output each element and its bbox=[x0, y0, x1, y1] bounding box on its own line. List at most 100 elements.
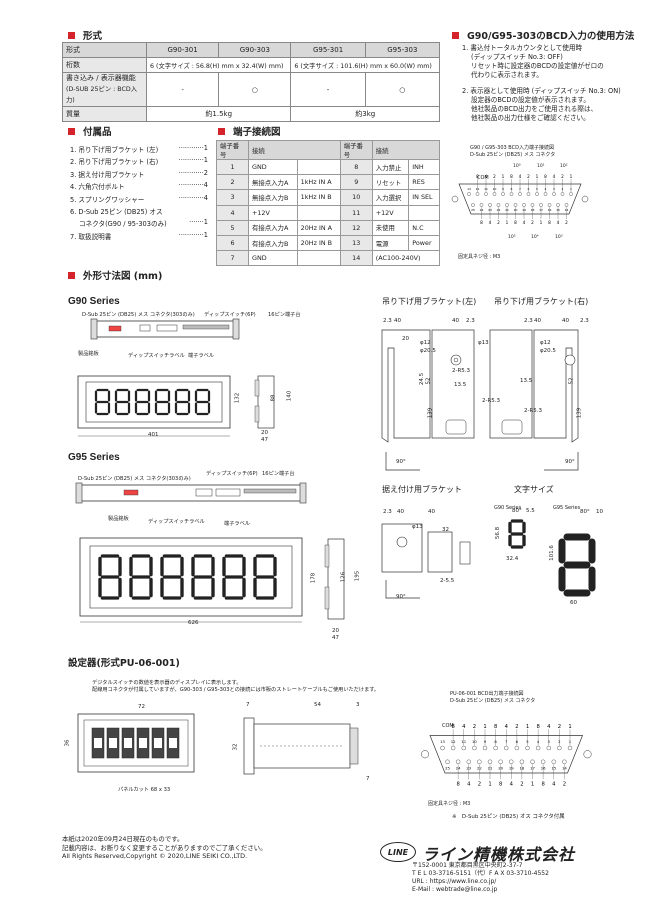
pin-mark bbox=[560, 192, 565, 196]
digit-window bbox=[94, 738, 102, 748]
pin-mark bbox=[564, 203, 569, 207]
pin-mark bbox=[484, 192, 488, 196]
pin-number: 13 bbox=[467, 187, 471, 191]
setter-panel-cut: パネルカット 68 x 33 bbox=[118, 787, 171, 793]
bit-label: 2 bbox=[497, 220, 500, 225]
pin-mark bbox=[557, 745, 562, 751]
spec-cell: 約1.5kg bbox=[145, 106, 292, 122]
pin-number: 20 bbox=[498, 766, 503, 770]
setter-connector-title: PU-06-001 BCD出力端子接続図 bbox=[450, 691, 524, 697]
bit-label: 4 bbox=[485, 174, 488, 179]
setter-front-view bbox=[77, 713, 195, 773]
g90-top-view bbox=[90, 318, 240, 340]
pin-number: 21 bbox=[488, 766, 493, 770]
bit-label: 1 bbox=[526, 724, 529, 730]
pin-mark bbox=[493, 745, 498, 751]
bit-label: 1 bbox=[488, 782, 491, 788]
bit-label: 4 bbox=[467, 782, 471, 788]
connector-subtitle: D-Sub 25ピン (DB25) メス コネクタ bbox=[470, 152, 556, 158]
bit-label: 8 bbox=[476, 174, 479, 179]
screw-hole bbox=[421, 750, 429, 759]
list-item: 4. 六角穴付ボルト············4 bbox=[70, 181, 208, 192]
spec-cell: 6 (文字サイズ : 56.8(H) mm x 32.4(W) mm) bbox=[145, 57, 292, 73]
pin-number: 4 bbox=[537, 740, 540, 744]
g95-front-view bbox=[79, 537, 303, 623]
pin-mark bbox=[488, 203, 492, 207]
company-contact: 〒152-0001 東京都目黒区中央町2-37-7 T E L 03-3716-… bbox=[412, 862, 549, 893]
pin-mark bbox=[450, 745, 456, 751]
bit-label: 2 bbox=[515, 724, 518, 730]
char-size-digits bbox=[508, 519, 596, 597]
section-title-accessories: 付属品 bbox=[68, 124, 112, 138]
bracket-left-title: 吊り下げ用ブラケット(左) bbox=[382, 297, 477, 306]
pin-mark bbox=[525, 745, 530, 751]
pin-mark bbox=[540, 759, 546, 764]
bit-label: 2 bbox=[478, 782, 481, 788]
pin-number: 16 bbox=[541, 766, 546, 770]
list-item: 7. 取扱説明書············1 bbox=[70, 230, 208, 241]
bit-label: 4 bbox=[523, 220, 526, 225]
spec-cell: ○ bbox=[364, 72, 441, 107]
mount-bracket-drawing bbox=[381, 523, 471, 599]
spec-cell: ○ bbox=[218, 72, 292, 107]
pin-mark bbox=[475, 192, 480, 196]
g95-side-view bbox=[324, 538, 345, 620]
bit-label: 2 bbox=[558, 724, 561, 730]
pin-mark bbox=[569, 192, 573, 196]
pin-number: 22 bbox=[477, 766, 482, 770]
pin-mark bbox=[530, 203, 535, 207]
bit-label: 4 bbox=[557, 220, 560, 225]
bit-label: 2 bbox=[565, 220, 568, 225]
pin-number: 10 bbox=[472, 740, 477, 744]
spec-cell: - bbox=[145, 72, 220, 107]
list-item: 2. 吊り下げ用ブラケット (右)············1 bbox=[70, 156, 208, 167]
pin-number: 13 bbox=[440, 740, 445, 744]
bit-label: 4 bbox=[489, 220, 492, 225]
pin-number: 12 bbox=[451, 740, 456, 744]
bit-label: 1 bbox=[570, 174, 573, 179]
pin-mark bbox=[477, 759, 482, 764]
pin-number: 23 bbox=[466, 766, 471, 770]
bit-label: 4 bbox=[552, 782, 556, 788]
screw-hole bbox=[451, 195, 459, 203]
pin-mark bbox=[501, 192, 505, 196]
bit-label: 8 bbox=[514, 220, 517, 225]
bit-label: 1 bbox=[531, 782, 534, 788]
bit-label: 1 bbox=[483, 724, 486, 730]
pin-number: 5 bbox=[526, 740, 529, 744]
bit-label: 8 bbox=[544, 174, 547, 179]
bit-label: 4 bbox=[510, 782, 514, 788]
bit-label: 8 bbox=[456, 782, 459, 788]
pin-number: 25 bbox=[445, 766, 450, 770]
bit-label: 8 bbox=[494, 724, 497, 730]
pin-mark bbox=[445, 759, 450, 764]
company-logo: LINE bbox=[380, 842, 416, 862]
pin-number: 3 bbox=[548, 740, 551, 744]
pin-mark bbox=[535, 192, 539, 196]
spec-header: 形式 bbox=[62, 42, 147, 58]
pin-mark bbox=[543, 192, 548, 196]
pin-mark bbox=[455, 759, 461, 764]
screw-hole bbox=[583, 750, 592, 759]
pin-number: 6 bbox=[516, 740, 519, 744]
spec-header: G95-301 bbox=[290, 42, 366, 58]
setter-connector-subtitle: D-Sub 25ピン (DB25) メス コネクタ bbox=[450, 698, 536, 704]
pin-mark bbox=[504, 745, 509, 751]
pin-mark bbox=[472, 745, 477, 751]
bcd-usage-text: 1. 書込付トータルカウンタとして使用時 (ディップスイッチ No.3: OFF… bbox=[462, 44, 621, 122]
section-title-setter: 設定器(形式PU-06-001) bbox=[68, 658, 180, 669]
pin-mark bbox=[522, 203, 526, 207]
dsub-connector-diagram: 1312811410291887462514834221125248234222… bbox=[451, 174, 589, 225]
pin-number: 25 bbox=[471, 208, 475, 212]
pin-mark bbox=[526, 192, 531, 196]
bit-label: 4 bbox=[519, 174, 522, 179]
pin-mark bbox=[509, 759, 514, 764]
bullet-square-icon bbox=[218, 127, 225, 135]
bit-label: 8 bbox=[541, 782, 544, 788]
digit-window bbox=[109, 738, 117, 748]
setter-note: 配線用コネクタが付属していますが、G90-303 / G95-303との接続には… bbox=[92, 687, 380, 693]
bullet-square-icon bbox=[68, 271, 75, 279]
section-title-dimensions: 外形寸法図 (mm) bbox=[68, 268, 162, 282]
